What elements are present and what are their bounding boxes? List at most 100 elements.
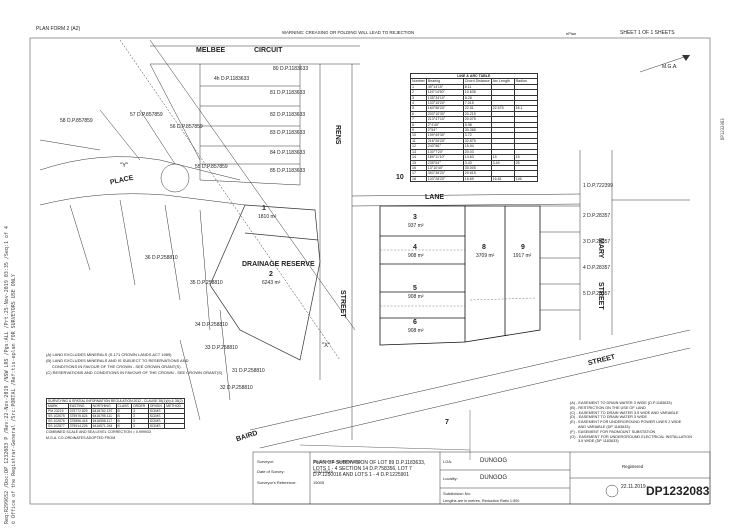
easement: 3.5 WIDE (DP 1183633): [578, 439, 619, 444]
neighbour-lot: 81 D.P.1183633: [270, 90, 306, 96]
line-table-header: Radius: [513, 78, 538, 85]
line-table-cell: 103°10'20": [425, 99, 464, 107]
note: (C) RESERVATIONS AND CONDITIONS IN FAVOU…: [46, 370, 223, 375]
line-table-cell: 115°14'50": [425, 89, 464, 96]
easement: AND VARIABLE (DP 1183633): [578, 424, 630, 429]
grid-table-cell: 375914.225: [67, 423, 92, 429]
line-table-cell: 135°34'10": [425, 94, 464, 102]
grid-footer: M.G.A. CO-ORDINATES ADOPTED FROM: [46, 436, 116, 440]
neighbour-lot: 31 D.P.258810: [232, 368, 265, 374]
neighbour-lot: 32 D.P.258810: [220, 385, 253, 391]
lot-9: 9: [521, 244, 525, 251]
neighbour-lot: 4 D.P.28357: [583, 265, 611, 271]
drainage-reserve-label: DRAINAGE RESERVE: [242, 261, 315, 268]
grid-table-cell: 3: [131, 423, 149, 429]
surveyor-name: TIMOTHY B. SHERWOOD: [313, 459, 361, 464]
lot-5-area: 908 m²: [408, 294, 424, 300]
neighbour-lot: 84 D.P.1183633: [270, 150, 306, 156]
lot-8: 8: [482, 244, 486, 251]
subdivision-label: Subdivision No:: [443, 491, 471, 496]
grid-table-cell: SS 102877: [46, 423, 69, 429]
line-table-cell: 199°49'30": [425, 132, 464, 139]
grid-table-cell: 375772.829: [67, 408, 92, 414]
grid-table-cell: SS 102876: [46, 418, 69, 424]
easements-block: (A) - EASEMENT TO DRAIN WATER 3 WIDE (D.…: [570, 401, 692, 444]
marker-y: "Y": [120, 163, 129, 169]
road-lane: LANE: [425, 194, 445, 201]
lot-1: 1: [262, 205, 266, 212]
line-table-cell: 216°26'20": [425, 137, 464, 145]
line-table-cell: 18: [410, 175, 427, 183]
line-table-cell: 353°38'20": [425, 170, 464, 177]
sheet-label: SHEET 1 OF 1 SHEETS: [620, 30, 675, 36]
road-circuit: CIRCUIT: [254, 47, 283, 54]
lot-4: 4: [413, 244, 417, 251]
neighbour-lot: 4h D.P.1183633: [214, 76, 250, 82]
plan-title: PLAN OF SUBDIVISION OF LOT 89 D.P.118363…: [313, 460, 426, 478]
line-table-cell: 16.81: [490, 175, 515, 183]
survey-date-label: Date of Survey:: [257, 469, 285, 474]
lot-4-area: 908 m²: [408, 253, 424, 259]
lot-7: 7: [445, 419, 449, 426]
mga-label: M.G.A.: [662, 64, 678, 70]
neighbour-lot: 1 D.P.722399: [583, 183, 613, 189]
neighbour-lot: 34 D.P.258810: [195, 322, 228, 328]
grid-table-cell: [164, 423, 185, 429]
eplan-label: ePlan: [566, 31, 577, 36]
grid-table-title: SURVEYING & SPATIAL INFORMATION REGULATI…: [46, 398, 185, 404]
neighbour-lot: 5 D.P.28357: [583, 291, 611, 297]
survey-date: 15/11/2019: [313, 469, 333, 474]
grid-table-cell: 375976.624: [67, 413, 92, 419]
lengths-note: Lengths are in metres. Reduction Ratio 1…: [443, 499, 520, 503]
note: CONDITIONS IN FAVOUR OF THE CROWN - SEE …: [52, 364, 181, 369]
neighbour-lot: 58 D.P.857859: [60, 118, 93, 124]
easement: (B) - RESTRICTION ON THE USE OF LAND: [570, 405, 646, 410]
lot-9-area: 1917 m²: [513, 253, 532, 259]
lot-3-area: 937 m²: [408, 223, 424, 229]
line-table-cell: 103°28'20": [425, 175, 464, 183]
dp-number: DP1232083: [646, 484, 710, 498]
marker-x: "X": [322, 343, 331, 349]
line-table-cell: 203°10'30": [425, 110, 464, 118]
neighbour-lot: 33 D.P.258810: [205, 345, 238, 351]
registered-date: 22.11.2019: [621, 484, 646, 490]
lot-8-area: 3709 m²: [476, 253, 495, 259]
neighbour-lot: 85 D.P.1183633: [270, 168, 306, 174]
neighbour-lot: 35 D.P.258810: [190, 280, 223, 286]
neighbour-lot: 2 D.P.28357: [583, 213, 611, 219]
grid-table-cell: B: [115, 423, 133, 429]
easement: (D) - EASEMENT TO DRAIN WATER 3 WIDE: [570, 415, 647, 420]
lot-3: 3: [413, 214, 417, 221]
road-melbee: MELBEE: [196, 47, 226, 54]
lot-2: 2: [269, 271, 273, 278]
locality-label: Locality:: [443, 476, 458, 481]
neighbour-lot: 80 D.P.1183633: [273, 66, 309, 72]
neighbour-lot: 3 D.P.28357: [583, 239, 611, 245]
grid-table-cell: 375896.418: [67, 418, 92, 424]
lot-6-area: 908 m²: [408, 328, 424, 334]
grid-table-cell: 6416571.244: [90, 423, 117, 429]
lot-6: 6: [413, 319, 417, 326]
lot-5: 5: [413, 285, 417, 292]
neighbour-lot: 36 D.P.258810: [145, 255, 178, 261]
neighbour-lot: 56 D.P.857859: [170, 124, 203, 130]
lot-10: 10: [396, 174, 404, 181]
line-table-title: LINE & ARC TABLE: [410, 72, 538, 80]
grid-table-cell: 6416762.197: [90, 408, 117, 414]
road-street-left: STREET: [339, 290, 346, 318]
neighbour-lot: 55 D.P.857859: [195, 164, 228, 170]
lot-1-area: 1810 m²: [258, 214, 277, 220]
note: (A) LAND EXCLUDES MINERALS (S.171 CROWN …: [46, 352, 172, 357]
note: (B) LAND EXCLUDES MINERALS AND IS SUBJEC…: [46, 358, 189, 363]
line-table-cell: 146: [513, 175, 538, 183]
registered-label: Registered: [622, 464, 644, 469]
line-table-header: Chord Distance: [462, 78, 492, 85]
line-table-cell: 189°11'10": [425, 154, 464, 161]
